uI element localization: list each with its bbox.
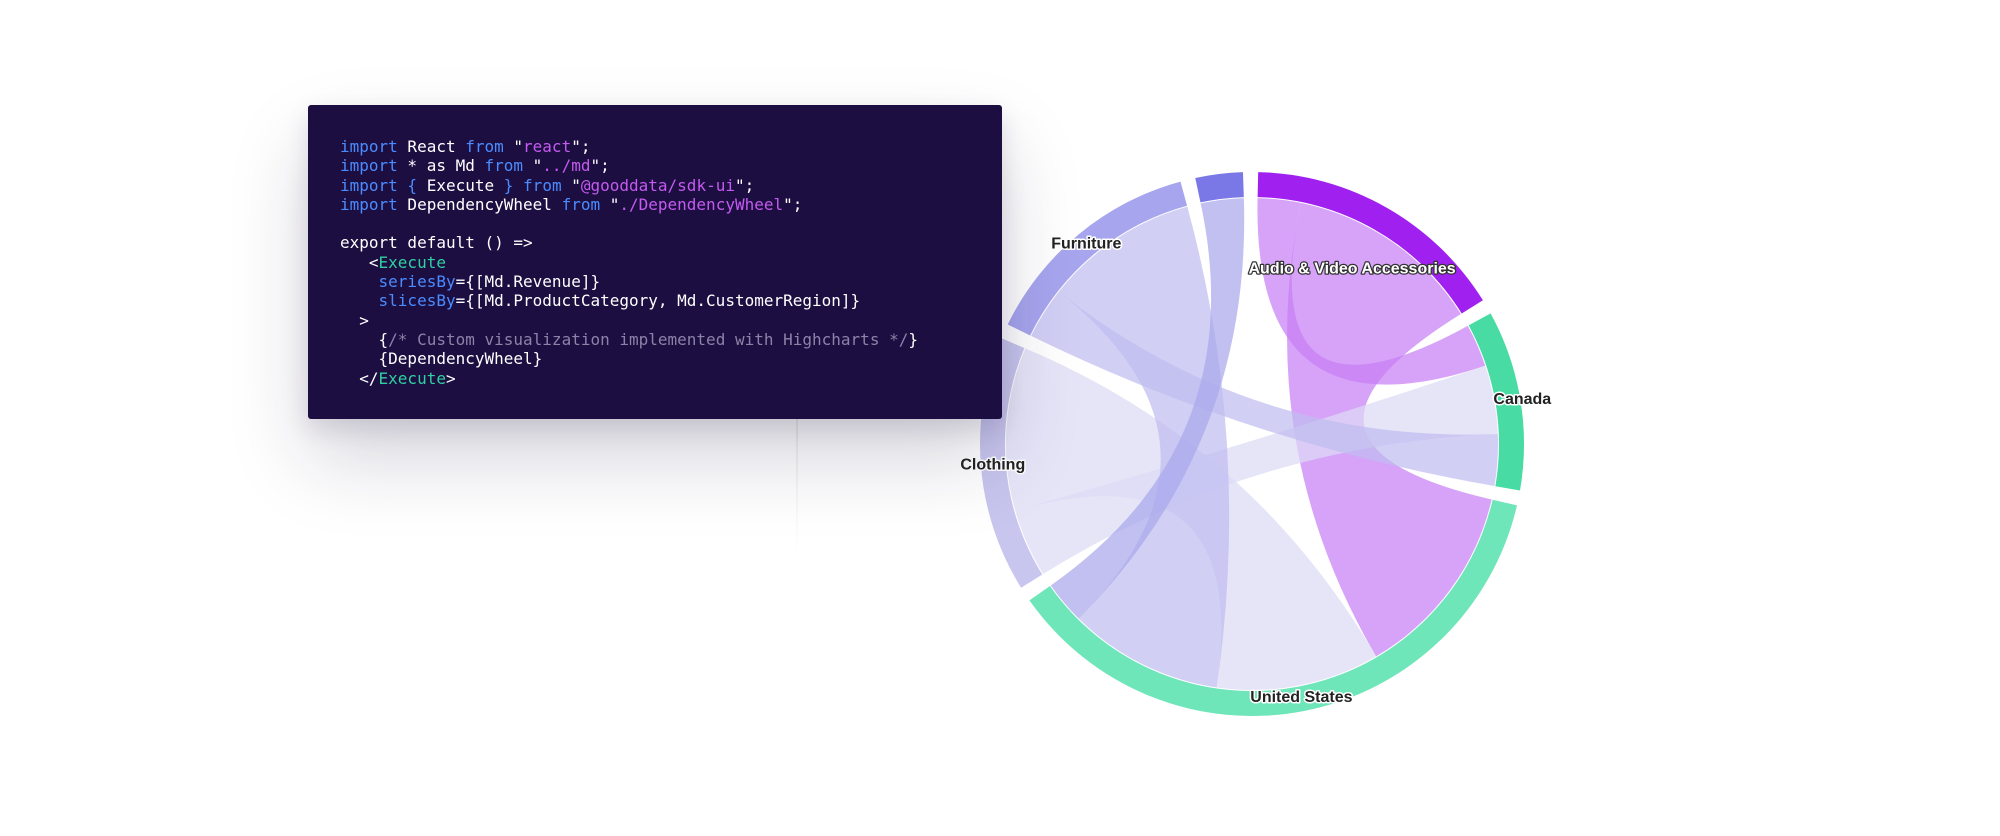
code-token: > — [340, 310, 369, 330]
code-token: DependencyWheel — [397, 194, 562, 214]
code-token: slicesBy — [378, 291, 456, 311]
code-line: <Execute — [340, 253, 446, 272]
code-token: } — [494, 175, 524, 195]
code-token: { — [340, 329, 389, 349]
code-line: import { Execute } from "@gooddata/sdk-u… — [340, 176, 754, 195]
code-block: import React from "react"; import * as M… — [340, 137, 1002, 388]
chart-node-label: Audio & Video Accessories — [1249, 261, 1456, 278]
code-token: " — [523, 156, 543, 176]
code-token: /* Custom visualization implemented with… — [388, 329, 909, 349]
chart-link[interactable] — [1050, 198, 1245, 619]
code-token: ./DependencyWheel — [619, 194, 784, 214]
code-token: " — [600, 194, 620, 214]
code-token — [340, 272, 379, 291]
code-token: "; — [590, 156, 610, 176]
code-token: "; — [734, 175, 755, 195]
code-token: " — [561, 175, 581, 195]
chart-link[interactable] — [1031, 291, 1498, 487]
code-token: < — [340, 252, 379, 272]
code-token: react — [523, 137, 572, 156]
code-token: from — [523, 175, 562, 195]
code-token: seriesBy — [378, 272, 456, 292]
code-token: * as Md — [397, 156, 485, 176]
code-token: from — [484, 156, 524, 176]
code-token: from — [561, 194, 601, 214]
chart-node-arc[interactable] — [1007, 181, 1188, 336]
code-line: slicesBy={[Md.ProductCategory, Md.Custom… — [340, 291, 861, 311]
code-token: import — [340, 156, 398, 176]
code-snippet-panel: import React from "react"; import * as M… — [308, 105, 1002, 419]
code-line: </Execute> — [340, 368, 456, 388]
chart-node-arc[interactable] — [1029, 499, 1517, 717]
code-line: export default () => — [340, 233, 533, 252]
code-token: ../md — [542, 156, 591, 176]
code-token: React — [397, 137, 466, 156]
chart-node-label: Canada — [1493, 391, 1551, 408]
code-token: </ — [340, 368, 379, 388]
divider-line — [796, 419, 798, 559]
code-token: Execute — [426, 175, 495, 195]
code-token: import — [340, 137, 398, 156]
code-token: import — [340, 194, 398, 214]
code-token: @gooddata/sdk-ui — [580, 175, 735, 195]
code-line: {DependencyWheel} — [340, 349, 543, 369]
chart-link[interactable] — [1257, 198, 1486, 385]
code-token: ={[Md.ProductCategory, Md.CustomerRegion… — [455, 291, 861, 311]
code-token: "; — [571, 137, 591, 156]
chart-node-label: Furniture — [1051, 236, 1121, 253]
chart-node-label: Clothing — [960, 457, 1025, 474]
code-token: export default () => — [340, 233, 533, 253]
code-line: > — [340, 311, 369, 330]
code-token: } — [908, 329, 918, 349]
code-token: ={[Md.Revenue]} — [455, 272, 601, 292]
chart-node-label: United States — [1250, 689, 1352, 706]
code-line: import * as Md from "../md"; — [340, 156, 610, 175]
code-line: import DependencyWheel from "./Dependenc… — [340, 195, 802, 214]
chart-node-arc[interactable] — [1257, 172, 1483, 314]
code-token: { — [397, 175, 427, 195]
code-token: from — [465, 137, 504, 156]
chart-links — [1005, 198, 1498, 690]
code-line: seriesBy={[Md.Revenue]} — [340, 272, 601, 292]
chart-node-arc[interactable] — [1195, 172, 1244, 203]
code-token: "; — [783, 194, 803, 214]
code-token: > — [445, 368, 456, 388]
code-token: {DependencyWheel} — [340, 349, 543, 369]
chart-link[interactable] — [1058, 206, 1230, 688]
code-line: {/* Custom visualization implemented wit… — [340, 330, 918, 349]
code-token: Execute — [378, 368, 446, 388]
chart-link[interactable] — [1287, 202, 1492, 657]
chart-node-arc[interactable] — [1468, 313, 1524, 491]
code-token: import — [340, 175, 398, 195]
code-token — [340, 291, 379, 310]
code-token: " — [503, 137, 524, 156]
code-token: Execute — [378, 252, 446, 272]
code-line: import React from "react"; — [340, 137, 590, 156]
